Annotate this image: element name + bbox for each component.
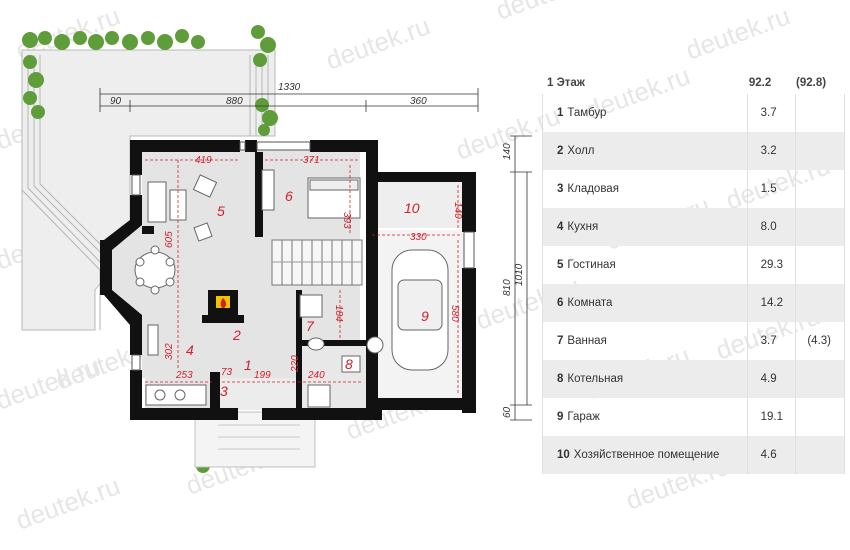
total-area-alt: (92.8): [796, 77, 827, 89]
floor-label: 1 Этаж: [547, 77, 585, 89]
room-number-1: 1: [244, 357, 252, 373]
dim-right: 360: [410, 96, 427, 107]
dim-left: 90: [110, 96, 122, 107]
dim-393: 393: [341, 212, 352, 229]
room-num: 5: [557, 259, 564, 271]
inner-dimensions: 419 371 393 605 140 330 184 580 302 253 …: [164, 155, 463, 381]
furniture: [134, 169, 449, 408]
room-name: Тамбур: [567, 107, 607, 119]
room-number-9: 9: [421, 308, 429, 324]
room-num: 4: [557, 221, 564, 233]
inner-dimension-lines: [145, 159, 462, 395]
room-num: 2: [557, 145, 564, 157]
room-number-5: 5: [217, 203, 225, 219]
table-header: 1 Этаж 92.2 (92.8): [542, 72, 845, 94]
porch: [194, 411, 316, 468]
dim-253: 253: [175, 370, 193, 381]
room-name: Котельная: [567, 373, 624, 385]
svg-text:deutek.ru: deutek.ru: [682, 0, 794, 65]
room-area: 3.2: [760, 145, 777, 157]
room-number-4: 4: [186, 342, 194, 358]
dim-199: 199: [254, 370, 271, 381]
room-num: 3: [557, 183, 564, 195]
room-area: 8.0: [760, 221, 777, 233]
dim-73: 73: [221, 367, 233, 378]
room-num: 7: [557, 335, 564, 347]
room-area: 29.3: [760, 259, 783, 271]
room-name: Ванная: [567, 335, 607, 347]
room-number-6: 6: [285, 188, 293, 204]
dim-overall-width: 1330: [278, 82, 301, 93]
room-num: 9: [557, 411, 564, 423]
dim-302: 302: [164, 343, 175, 360]
room-name: Гараж: [567, 411, 600, 423]
dim-top-depth: 140: [502, 143, 513, 160]
fireplace: [202, 290, 244, 323]
room-area-alt: (4.3): [807, 335, 831, 347]
svg-text:deutek.ru: deutek.ru: [492, 0, 604, 26]
dim-140: 140: [452, 202, 463, 219]
room-num: 1: [557, 107, 564, 119]
room-number-7: 7: [306, 318, 315, 334]
windows: [131, 141, 475, 371]
dim-580: 580: [449, 305, 460, 322]
room-name: Комната: [567, 297, 613, 309]
room-num: 10: [557, 449, 570, 461]
room-area: 19.1: [760, 411, 783, 423]
dim-bottom-depth: 60: [502, 406, 513, 418]
walls: [100, 140, 476, 420]
room-area: 3.7: [760, 335, 777, 347]
room-number-8: 8: [345, 356, 353, 372]
room-number-3: 3: [220, 383, 228, 399]
dim-240: 240: [307, 370, 325, 381]
dim-middle: 880: [226, 96, 243, 107]
room-area: 4.6: [760, 449, 777, 461]
svg-text:deutek.ru: deutek.ru: [322, 10, 434, 75]
plant-decoration: [22, 25, 278, 473]
dim-371: 371: [303, 155, 320, 166]
room-number-2: 2: [232, 327, 241, 343]
room-num: 6: [557, 297, 564, 309]
column-divider: [747, 94, 748, 474]
dim-220: 220: [290, 355, 301, 373]
svg-text:deutek.ru: deutek.ru: [12, 470, 124, 535]
dim-overall-depth: 1010: [514, 263, 525, 286]
room-area: 3.7: [760, 107, 777, 119]
room-name: Холл: [567, 145, 595, 157]
dim-main-depth: 810: [502, 279, 513, 296]
room-name: Кухня: [567, 221, 599, 233]
room-number-10: 10: [404, 200, 420, 216]
total-area: 92.2: [748, 77, 772, 89]
room-numbers: 1 2 3 4 5 6 7 8 9 10: [186, 188, 429, 399]
dim-184: 184: [333, 305, 344, 322]
room-num: 8: [557, 373, 564, 385]
outer-dimensions: 1330 90 880 360 140 810 1010 60: [110, 82, 525, 418]
room-name: Гостиная: [567, 259, 616, 271]
column-divider: [795, 94, 796, 474]
room-area: 1.5: [760, 183, 777, 195]
svg-text:deutek.ru: deutek.ru: [0, 350, 104, 415]
room-name: Хозяйственное помещение: [573, 449, 720, 461]
dim-605: 605: [164, 231, 175, 248]
dim-419: 419: [195, 155, 212, 166]
room-name: Кладовая: [567, 183, 619, 195]
room-area: 4.9: [760, 373, 777, 385]
stairs: [271, 239, 363, 286]
outer-dimension-lines: [99, 88, 532, 421]
dim-330: 330: [410, 232, 427, 243]
room-area: 14.2: [760, 297, 783, 309]
